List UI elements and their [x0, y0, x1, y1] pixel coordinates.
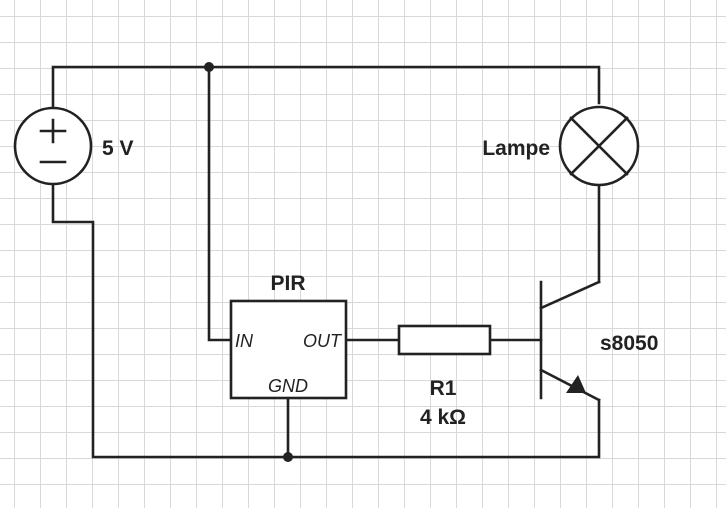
resistor-name-label: R1 — [430, 377, 457, 400]
wire-top-rail — [51, 65, 601, 110]
pin-in-label: IN — [235, 331, 254, 351]
transistor-label: s8050 — [600, 332, 658, 355]
source-label: 5 V — [102, 137, 134, 160]
junction-dot-bottom — [283, 452, 293, 462]
transistor-symbol — [539, 280, 601, 402]
emitter-arrow — [566, 375, 586, 393]
wires — [51, 65, 601, 459]
wire-pir-in — [207, 65, 233, 342]
lamp-symbol — [558, 105, 640, 187]
resistor-value-label: 4 kΩ — [420, 406, 466, 429]
pir-sensor-box — [229, 299, 348, 400]
junction-dot-top — [204, 62, 214, 72]
plus-sign — [39, 118, 67, 144]
wire-source-to-ground — [51, 183, 601, 459]
pir-label: PIR — [270, 272, 305, 295]
transistor-emitter — [539, 368, 601, 402]
resistor-symbol — [397, 324, 492, 356]
pin-out-label: OUT — [303, 331, 343, 351]
pin-gnd-label: GND — [268, 376, 308, 396]
voltage-source — [13, 106, 93, 186]
transistor-collector — [539, 280, 601, 310]
lamp-label: Lampe — [482, 137, 550, 160]
